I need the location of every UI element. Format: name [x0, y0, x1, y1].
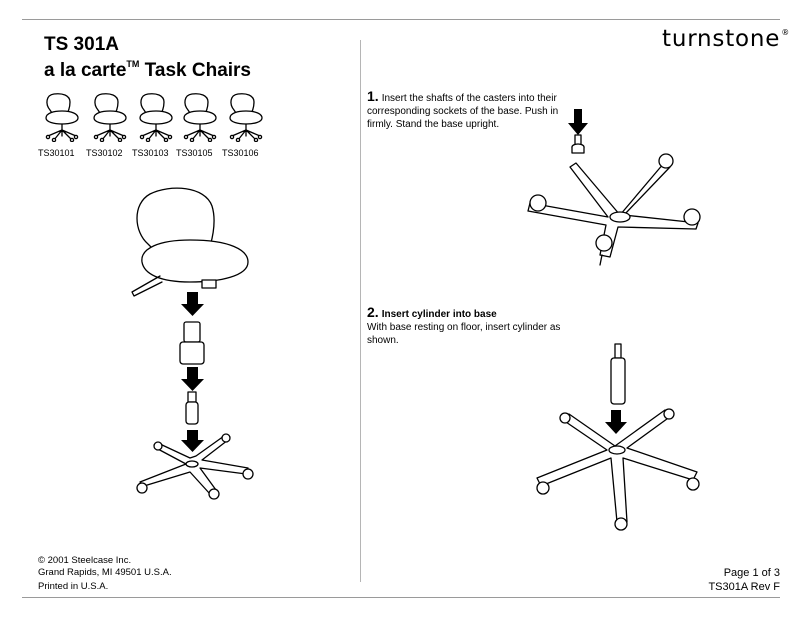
model-code-label: TS30102 [86, 148, 123, 158]
chair-base-illustration [136, 433, 254, 500]
address-text: Grand Rapids, MI 49501 U.S.A. [38, 567, 172, 578]
column-divider [360, 40, 361, 582]
step-2-heading: Insert cylinder into base [381, 309, 497, 320]
model-thumbnail [134, 92, 178, 147]
step-1-instructions: 1.Insert the shafts of the casters into … [367, 88, 567, 131]
top-rule [22, 19, 780, 20]
down-arrow-icon [181, 367, 204, 391]
step-2-number: 2. [367, 304, 379, 320]
chair-seat-illustration [131, 187, 249, 297]
chair-thumbnail-icon [93, 93, 127, 143]
printed-text: Printed in U.S.A. [38, 581, 109, 592]
chair-base-illustration [536, 408, 700, 531]
down-arrow-icon [605, 410, 627, 434]
step-2-text: With base resting on floor, insert cylin… [367, 322, 561, 346]
cylinder-sleeve-illustration [179, 321, 205, 365]
step-1-number: 1. [367, 88, 379, 104]
caster-icon [571, 134, 585, 154]
step-1-base-casters-illustration [527, 109, 701, 266]
model-thumbnail [88, 92, 132, 147]
product-name-title: a la carteTM Task Chairs [44, 59, 251, 81]
down-arrow-icon [181, 292, 204, 316]
step-1-text: Insert the shafts of the casters into th… [367, 93, 559, 130]
model-thumbnail [224, 92, 268, 147]
chair-thumbnail-icon [139, 93, 173, 143]
gas-cylinder-illustration [610, 343, 626, 405]
model-code-label: TS30106 [222, 148, 259, 158]
chair-assembly-illustration [131, 187, 254, 500]
product-code-title: TS 301A [44, 34, 119, 55]
model-code-label: TS30103 [132, 148, 169, 158]
document-revision: TS301A Rev F [708, 581, 780, 593]
gas-cylinder-illustration [185, 391, 199, 425]
down-arrow-icon [568, 109, 588, 135]
chair-thumbnail-icon [45, 93, 79, 143]
bottom-rule [22, 597, 780, 598]
chair-thumbnail-icon [229, 93, 263, 143]
page-info: Page 1 of 3 TS301A Rev F [708, 566, 780, 594]
step-2-instructions: 2.Insert cylinder into base With base re… [367, 304, 567, 347]
upside-down-base [527, 153, 701, 266]
copyright-text: © 2001 Steelcase Inc. [38, 555, 132, 566]
model-thumbnail [40, 92, 84, 147]
page-number: Page 1 of 3 [723, 567, 780, 579]
model-code-label: TS30101 [38, 148, 75, 158]
down-arrow-icon [181, 430, 204, 452]
model-code-label: TS30105 [176, 148, 213, 158]
brand-logo: turnstone® [662, 26, 791, 52]
step-2-cylinder-base-illustration [536, 343, 700, 531]
model-thumbnail [178, 92, 222, 147]
chair-thumbnail-icon [183, 93, 217, 143]
